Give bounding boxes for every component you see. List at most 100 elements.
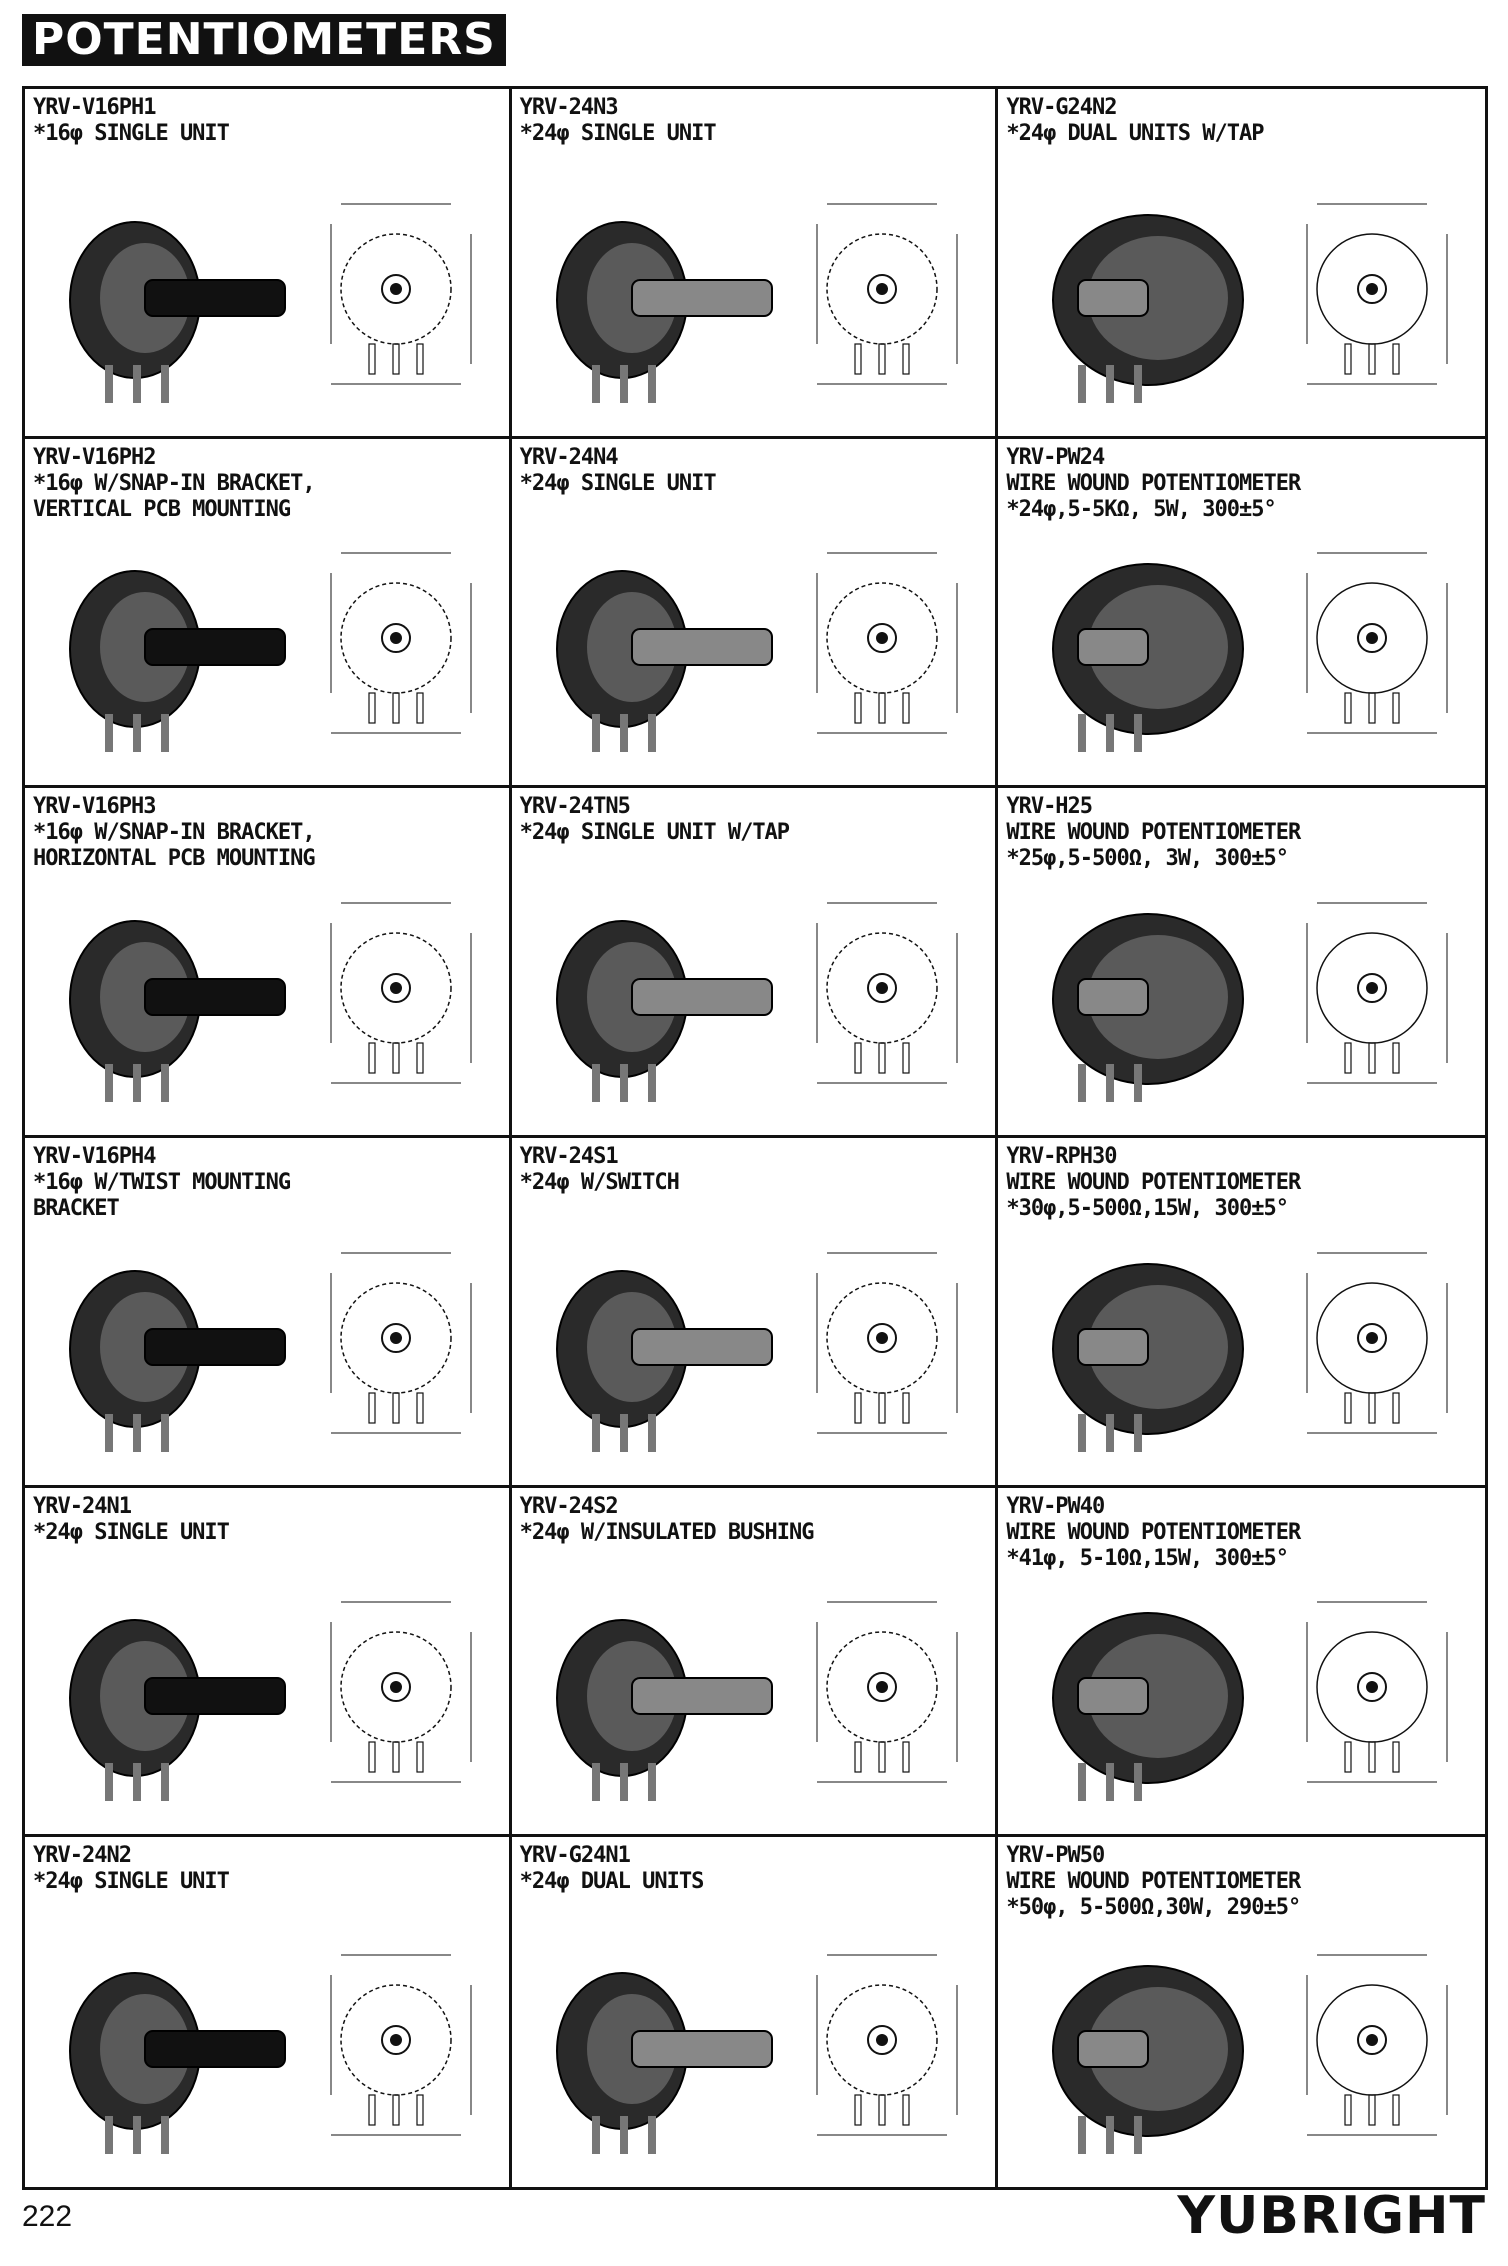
dimension-drawing xyxy=(1306,902,1448,1084)
product-spec-line: *24φ W/INSULATED BUSHING xyxy=(519,1519,815,1545)
dimension-drawing xyxy=(330,552,472,734)
dimension-drawing xyxy=(1306,1252,1448,1434)
dimension-drawing xyxy=(1306,1954,1448,2136)
product-model: YRV-PW50 xyxy=(1006,1843,1105,1869)
product-cell: YRV-G24N1*24φ DUAL UNITS xyxy=(512,1837,999,2187)
product-spec-line: *16φ W/TWIST MOUNTING xyxy=(33,1169,291,1195)
product-spec-line: *30φ,5-500Ω,15W, 300±5° xyxy=(1006,1195,1289,1221)
product-description: YRV-24S1*24φ W/SWITCH xyxy=(520,1144,988,1196)
product-photo xyxy=(69,220,286,403)
product-spec-line: *24φ W/SWITCH xyxy=(519,1169,680,1195)
product-cell: YRV-24N3*24φ SINGLE UNIT xyxy=(511,89,999,439)
product-model: YRV-V16PH4 xyxy=(33,1143,156,1169)
product-description: YRV-V16PH2*16φ W/SNAP-IN BRACKET,VERTICA… xyxy=(33,445,501,523)
product-description: YRV-24N3*24φ SINGLE UNIT xyxy=(520,95,988,147)
dimension-drawing xyxy=(816,902,958,1084)
product-photo xyxy=(69,919,286,1102)
product-model: YRV-G24N1 xyxy=(519,1843,631,1869)
product-spec-line: *41φ, 5-10Ω,15W, 300±5° xyxy=(1006,1545,1289,1571)
product-spec-line: *25φ,5-500Ω, 3W, 300±5° xyxy=(1006,846,1289,872)
product-photo xyxy=(69,1269,286,1452)
product-model: YRV-PW24 xyxy=(1006,444,1105,470)
product-model: YRV-24S2 xyxy=(519,1493,619,1519)
brand-logo: YUBRIGHT xyxy=(1177,2186,1486,2246)
product-model: YRV-PW40 xyxy=(1006,1493,1105,1519)
product-spec-line: WIRE WOUND POTENTIOMETER xyxy=(1006,470,1301,496)
product-photo xyxy=(555,1619,773,1802)
product-photo xyxy=(1052,1612,1245,1802)
product-model: YRV-V16PH1 xyxy=(33,95,156,120)
dimension-drawing xyxy=(816,1954,958,2136)
product-model: YRV-G24N2 xyxy=(1006,95,1117,120)
product-spec-line: *24φ DUAL UNITS W/TAP xyxy=(1006,121,1264,146)
product-description: YRV-V16PH3*16φ W/SNAP-IN BRACKET,HORIZON… xyxy=(33,794,501,872)
product-cell: YRV-24N4*24φ SINGLE UNIT xyxy=(511,438,999,789)
dimension-drawing xyxy=(330,203,472,385)
product-model: YRV-24S1 xyxy=(519,1143,619,1169)
dimension-drawing xyxy=(330,1954,472,2136)
product-model: YRV-24N1 xyxy=(33,1493,132,1519)
product-description: YRV-24N4*24φ SINGLE UNIT xyxy=(520,445,988,497)
product-photo xyxy=(1052,912,1245,1102)
product-model: YRV-RPH30 xyxy=(1006,1143,1117,1169)
product-photo xyxy=(555,220,773,403)
product-photo xyxy=(1052,563,1245,753)
product-photo xyxy=(1052,1262,1245,1452)
page-title: POTENTIOMETERS xyxy=(22,14,506,66)
product-spec-line: *16φ SINGLE UNIT xyxy=(33,121,230,146)
product-model: YRV-V16PH3 xyxy=(33,794,156,820)
product-spec-line: *24φ SINGLE UNIT xyxy=(33,1519,230,1545)
product-spec-line: WIRE WOUND POTENTIOMETER xyxy=(1006,1869,1301,1895)
product-spec-line: VERTICAL PCB MOUNTING xyxy=(33,496,291,522)
product-photo xyxy=(69,1971,286,2154)
dimension-drawing xyxy=(330,902,472,1084)
product-spec-line: *50φ, 5-500Ω,30W, 290±5° xyxy=(1006,1895,1301,1921)
product-cell: YRV-V16PH1*16φ SINGLE UNIT xyxy=(25,89,512,439)
product-spec-line: HORIZONTAL PCB MOUNTING xyxy=(33,846,316,872)
product-description: YRV-24S2*24φ W/INSULATED BUSHING xyxy=(520,1494,988,1546)
product-model: YRV-24TN5 xyxy=(519,794,631,820)
product-cell: YRV-V16PH2*16φ W/SNAP-IN BRACKET,VERTICA… xyxy=(25,438,512,789)
product-spec-line: *24φ SINGLE UNIT xyxy=(33,1869,230,1895)
dimension-drawing xyxy=(330,1252,472,1434)
product-model: YRV-H25 xyxy=(1006,794,1093,820)
product-photo xyxy=(69,1619,286,1802)
product-description: YRV-G24N2*24φ DUAL UNITS W/TAP xyxy=(1006,95,1477,147)
dimension-drawing xyxy=(816,1601,958,1783)
product-cell: YRV-G24N2*24φ DUAL UNITS W/TAP xyxy=(998,89,1485,439)
product-photo xyxy=(1052,213,1245,403)
dimension-drawing xyxy=(816,552,958,734)
dimension-drawing xyxy=(330,1601,472,1783)
dimension-drawing xyxy=(1306,203,1448,385)
product-photo xyxy=(555,1269,773,1452)
product-description: YRV-24N2*24φ SINGLE UNIT xyxy=(33,1843,501,1895)
product-model: YRV-24N3 xyxy=(519,95,619,120)
product-spec-line: WIRE WOUND POTENTIOMETER xyxy=(1006,1519,1301,1545)
product-description: YRV-V16PH1*16φ SINGLE UNIT xyxy=(33,95,501,147)
product-description: YRV-G24N1*24φ DUAL UNITS xyxy=(520,1843,988,1895)
product-spec-line: *16φ W/SNAP-IN BRACKET, xyxy=(33,820,316,846)
product-spec-line: *16φ W/SNAP-IN BRACKET, xyxy=(33,470,316,496)
dimension-drawing xyxy=(816,203,958,385)
page-number: 222 xyxy=(22,2200,73,2233)
product-photo xyxy=(555,570,773,753)
product-cell: YRV-V16PH3*16φ W/SNAP-IN BRACKET,HORIZON… xyxy=(25,788,512,1138)
dimension-drawing xyxy=(1306,552,1448,734)
product-photo xyxy=(555,919,773,1102)
product-model: YRV-24N2 xyxy=(33,1843,132,1869)
product-cell: YRV-24N1*24φ SINGLE UNIT xyxy=(25,1487,512,1838)
product-photo xyxy=(555,1971,773,2154)
product-cell: YRV-24S2*24φ W/INSULATED BUSHING xyxy=(511,1487,999,1838)
product-description: YRV-24TN5*24φ SINGLE UNIT W/TAP xyxy=(520,794,988,846)
